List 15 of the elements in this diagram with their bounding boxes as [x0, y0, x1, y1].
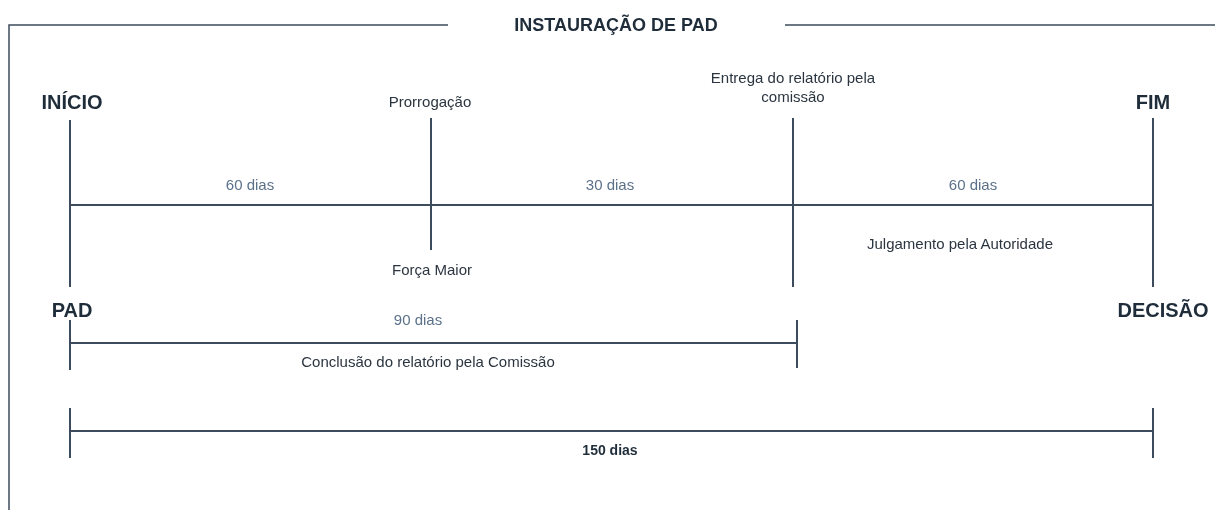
duration-label: 90 dias: [393, 310, 443, 330]
milestone-label: INÍCIO: [41, 89, 103, 115]
duration-label: 150 dias: [582, 442, 638, 460]
event-label: Conclusão do relatório pela Comissão: [301, 352, 555, 372]
event-label: Julgamento pela Autoridade: [867, 234, 1053, 254]
milestone-label: FIM: [1135, 89, 1171, 115]
event-label: Força Maior: [392, 260, 472, 280]
duration-label: 30 dias: [585, 175, 635, 195]
diagram-title: INSTAURAÇÃO DE PAD: [514, 13, 718, 37]
milestone-label: DECISÃO: [1117, 297, 1209, 323]
event-label: Entrega do relatório pela comissão: [709, 69, 877, 107]
duration-label: 60 dias: [948, 175, 998, 195]
event-label: Prorrogação: [388, 92, 472, 112]
milestone-label: PAD: [51, 297, 93, 323]
duration-label: 60 dias: [225, 175, 275, 195]
